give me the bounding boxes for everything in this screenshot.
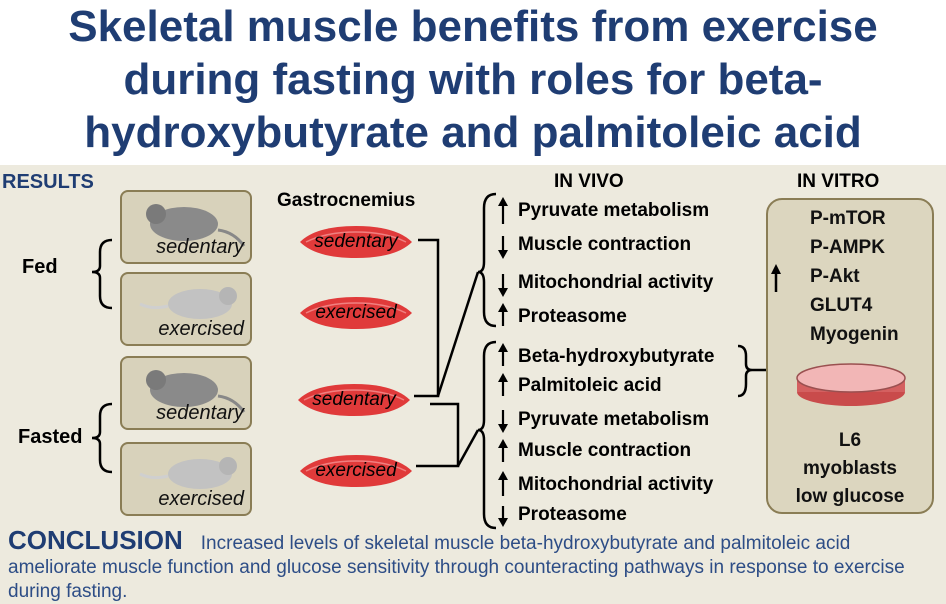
- down-arrow-icon: [498, 506, 508, 527]
- muscle-fasted-exercised: exercised: [296, 451, 416, 491]
- mouse-card-fasted-exercised: exercised: [120, 442, 252, 516]
- muscle-icon: [300, 297, 412, 329]
- tissue-label: Gastrocnemius: [277, 190, 416, 211]
- fed-result-1: Pyruvate metabolism: [518, 200, 710, 221]
- title-line-3: hydroxybutyrate and palmitoleic acid: [84, 108, 862, 157]
- muscle-label: exercised: [315, 460, 397, 481]
- up-arrow-icon: [771, 264, 781, 292]
- up-arrow-icon: [498, 471, 508, 496]
- fasted-result-4: Muscle contraction: [518, 440, 692, 461]
- mouse-label: sedentary: [156, 402, 244, 424]
- fasted-result-5: Mitochondrial activity: [518, 474, 714, 495]
- title-block: Skeletal muscle benefits from exercise d…: [0, 0, 946, 165]
- cells-line-3: low glucose: [795, 486, 905, 507]
- fasted-label: Fasted: [18, 426, 83, 448]
- muscle-icon: [300, 226, 412, 258]
- down-arrow-icon: [498, 410, 508, 433]
- title-line-1: Skeletal muscle benefits from exercise: [68, 2, 878, 51]
- muscle-icon: [298, 384, 410, 416]
- muscle-fasted-sedentary: sedentary: [294, 380, 414, 420]
- muscle-label: exercised: [315, 302, 397, 323]
- light-mouse-icon: [139, 287, 237, 319]
- vitro-marker-1: P-mTOR: [810, 208, 886, 229]
- fasted-result-6: Proteasome: [518, 504, 627, 525]
- fed-label: Fed: [22, 256, 58, 278]
- muscle-fed-sedentary: sedentary: [296, 222, 416, 262]
- mouse-label: exercised: [158, 488, 244, 510]
- muscle-icon: [300, 455, 412, 487]
- in-vitro-heading: IN VITRO: [797, 171, 880, 192]
- light-mouse-icon: [139, 457, 237, 489]
- muscle-label: sedentary: [312, 389, 396, 410]
- mouse-label: sedentary: [156, 236, 244, 258]
- mouse-card-fed-exercised: exercised: [120, 272, 252, 346]
- dark-mouse-icon: [146, 204, 246, 247]
- vitro-marker-5: Myogenin: [810, 324, 899, 345]
- conclusion-heading: CONCLUSION: [8, 525, 183, 555]
- down-arrow-icon: [498, 274, 508, 297]
- mouse-card-fasted-sedentary: sedentary: [120, 356, 252, 430]
- up-arrow-icon: [498, 373, 508, 396]
- down-arrow-icon: [498, 236, 508, 259]
- cells-line-1: L6: [838, 430, 862, 451]
- muscle-label: sedentary: [314, 231, 398, 252]
- petri-dish-icon: [796, 363, 906, 406]
- vitro-marker-2: P-AMPK: [810, 237, 885, 258]
- in-vitro-box: [766, 198, 934, 514]
- up-arrow-icon: [498, 197, 508, 224]
- muscle-fed-exercised: exercised: [296, 293, 416, 333]
- conclusion-text: Increased levels of skeletal muscle beta…: [8, 533, 905, 602]
- up-arrow-icon: [498, 439, 508, 462]
- fasted-result-1: Beta-hydroxybutyrate: [518, 346, 715, 367]
- fed-result-2: Muscle contraction: [518, 234, 692, 255]
- cells-line-2: myoblasts: [803, 458, 897, 479]
- up-arrow-icon: [498, 303, 508, 326]
- fed-result-4: Proteasome: [518, 306, 627, 327]
- vitro-marker-3: P-Akt: [810, 266, 860, 287]
- mouse-label: exercised: [158, 318, 244, 340]
- fasted-result-2: Palmitoleic acid: [518, 375, 662, 396]
- mouse-card-fed-sedentary: sedentary: [120, 190, 252, 264]
- dark-mouse-icon: [146, 370, 246, 413]
- title-line-2: during fasting with roles for beta-: [123, 55, 823, 104]
- up-arrow-icon: [498, 343, 508, 366]
- results-label: RESULTS: [2, 171, 94, 193]
- fasted-result-3: Pyruvate metabolism: [518, 409, 710, 430]
- in-vivo-heading: IN VIVO: [554, 171, 624, 192]
- fed-result-3: Mitochondrial activity: [518, 272, 714, 293]
- vitro-marker-4: GLUT4: [810, 295, 873, 316]
